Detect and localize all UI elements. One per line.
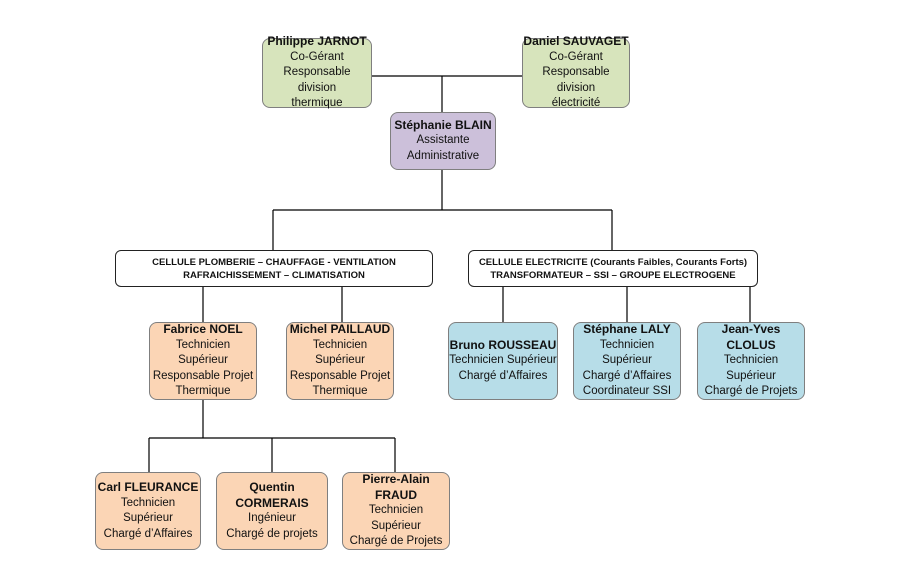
person-role: Technicien Supérieur [312,338,368,367]
cell-title: CELLULE ELECTRICITE (Courants Faibles, C… [478,256,748,268]
person-role: Responsable Projet [289,369,391,382]
employee-box: Carl FLEURANCE Technicien Supérieur Char… [95,472,201,550]
person-role: Technicien Supérieur [175,338,231,367]
person-role: Technicien Supérieur [449,354,557,367]
assistant-box: Stéphanie BLAIN Assistante Administrativ… [390,112,496,170]
person-role: Chargé d’Affaires [582,369,672,382]
person-role: Chargé de Projets [704,385,798,398]
person-role: Co-Gérant [290,50,344,63]
employee-box: Fabrice NOEL Technicien Supérieur Respon… [149,322,257,400]
person-role: Responsable division [542,66,610,94]
person-role: Technicien Supérieur [368,504,424,532]
person-role: Administrative [406,149,480,162]
person-role: Technicien Supérieur [599,338,655,367]
person-role: Ingénieur [248,512,296,524]
person-role: Responsable Projet [152,369,254,382]
person-role: Chargé d’Affaires [103,527,193,540]
person-role: électricité [551,97,601,110]
person-name: Pierre-Alain FRAUD [362,472,430,502]
person-role: Chargé d’Affaires [458,369,548,382]
person-name: Bruno ROUSSEAU [449,337,557,352]
person-role: Chargé de Projets [349,535,443,548]
person-name: Carl FLEURANCE [97,480,199,494]
cell-plumbing: CELLULE PLOMBERIE – CHAUFFAGE - VENTILAT… [115,250,433,287]
person-name: Stéphane LALY [583,322,671,337]
person-name: Jean-Yves CLOLUS [721,322,781,352]
person-role: Assistante [416,134,470,147]
person-role: Co-Gérant [549,50,603,63]
person-role: Chargé de projets [226,527,318,540]
manager-box: Philippe JARNOT Co-Gérant Responsable di… [262,34,372,109]
cell-subtitle: TRANSFORMATEUR – SSI – GROUPE ELECTROGEN… [490,269,736,281]
person-name: Daniel SAUVAGET [523,34,629,49]
cell-electricity: CELLULE ELECTRICITE (Courants Faibles, C… [468,250,758,287]
person-name: Quentin CORMERAIS [235,480,309,510]
person-name: Stéphanie BLAIN [394,117,492,132]
person-role: Coordinateur SSI [582,385,672,398]
employee-box: Michel PAILLAUD Technicien Supérieur Res… [286,322,394,400]
employee-box: Pierre-Alain FRAUD Technicien Supérieur … [342,472,450,550]
person-name: Philippe JARNOT [267,34,367,49]
person-role: thermique [291,97,343,110]
person-role: Technicien Supérieur [723,354,779,382]
person-role: Thermique [175,385,231,398]
person-role: Thermique [312,385,368,398]
employee-box: Stéphane LALY Technicien Supérieur Charg… [573,322,681,400]
manager-box: Daniel SAUVAGET Co-Gérant Responsable di… [522,34,630,109]
cell-subtitle: RAFRAICHISSEMENT – CLIMATISATION [183,269,365,281]
person-name: Michel PAILLAUD [289,322,391,337]
employee-box: Bruno ROUSSEAU Technicien Supérieur Char… [448,322,558,400]
employee-box: Jean-Yves CLOLUS Technicien Supérieur Ch… [697,322,805,400]
person-role: Technicien Supérieur [120,496,176,525]
person-role: Responsable division [283,66,351,94]
cell-title: CELLULE PLOMBERIE – CHAUFFAGE - VENTILAT… [152,256,396,268]
employee-box: Quentin CORMERAIS Ingénieur Chargé de pr… [216,472,328,550]
person-name: Fabrice NOEL [163,322,243,337]
